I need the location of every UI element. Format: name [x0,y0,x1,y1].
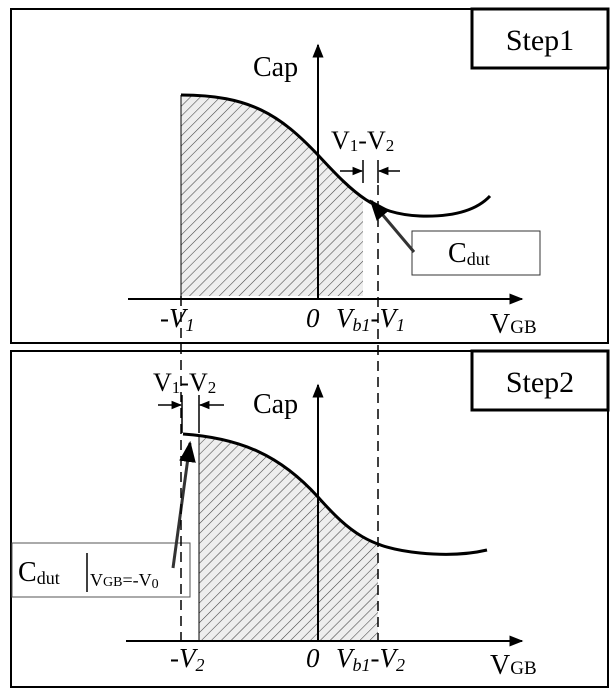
step1-delta-label: V1-V2 [331,126,394,155]
step2-label: Step2 [506,366,574,399]
step2-x-axis-label: VGB [490,650,537,681]
step1-tick-right: Vb1-V1 [336,303,405,335]
step2-y-axis-label: Cap [253,389,298,420]
step1-cdut-label: Cdut [448,238,490,269]
step2-label-box [470,349,610,412]
step2-tick-zero: 0 [306,643,320,673]
step2-cdut-label: Cdut [18,557,60,588]
step1-panel: Step1 Cap VGB V1-V2 Cdut -V1 0 Vb1-V1 [10,7,610,344]
step1-frame [10,8,609,344]
step2-cdut-box [11,542,191,598]
step1-cv-curve [180,93,492,218]
step1-x-axis-label: VGB [490,309,537,340]
step1-tick-zero: 0 [306,303,320,333]
step2-panel: Step2 Cap VGB V1-V2 Cdut VGB=-V0 -V2 0 V… [10,349,610,688]
step2-tick-right: Vb1-V2 [336,643,405,675]
step1-y-axis-label: Cap [253,52,298,83]
step1-label-box [470,7,610,70]
step1-label: Step1 [506,24,574,57]
step1-tick-neg: -V1 [160,303,194,335]
step1-cdut-box [411,230,541,276]
step2-delta-label: V1-V2 [153,368,216,397]
step2-tick-neg: -V2 [170,643,204,675]
step2-frame [10,350,609,688]
step2-cv-curve [182,432,488,556]
step2-cdut-condition: VGB=-V0 [90,570,159,592]
step2-shaded-area [199,436,378,641]
